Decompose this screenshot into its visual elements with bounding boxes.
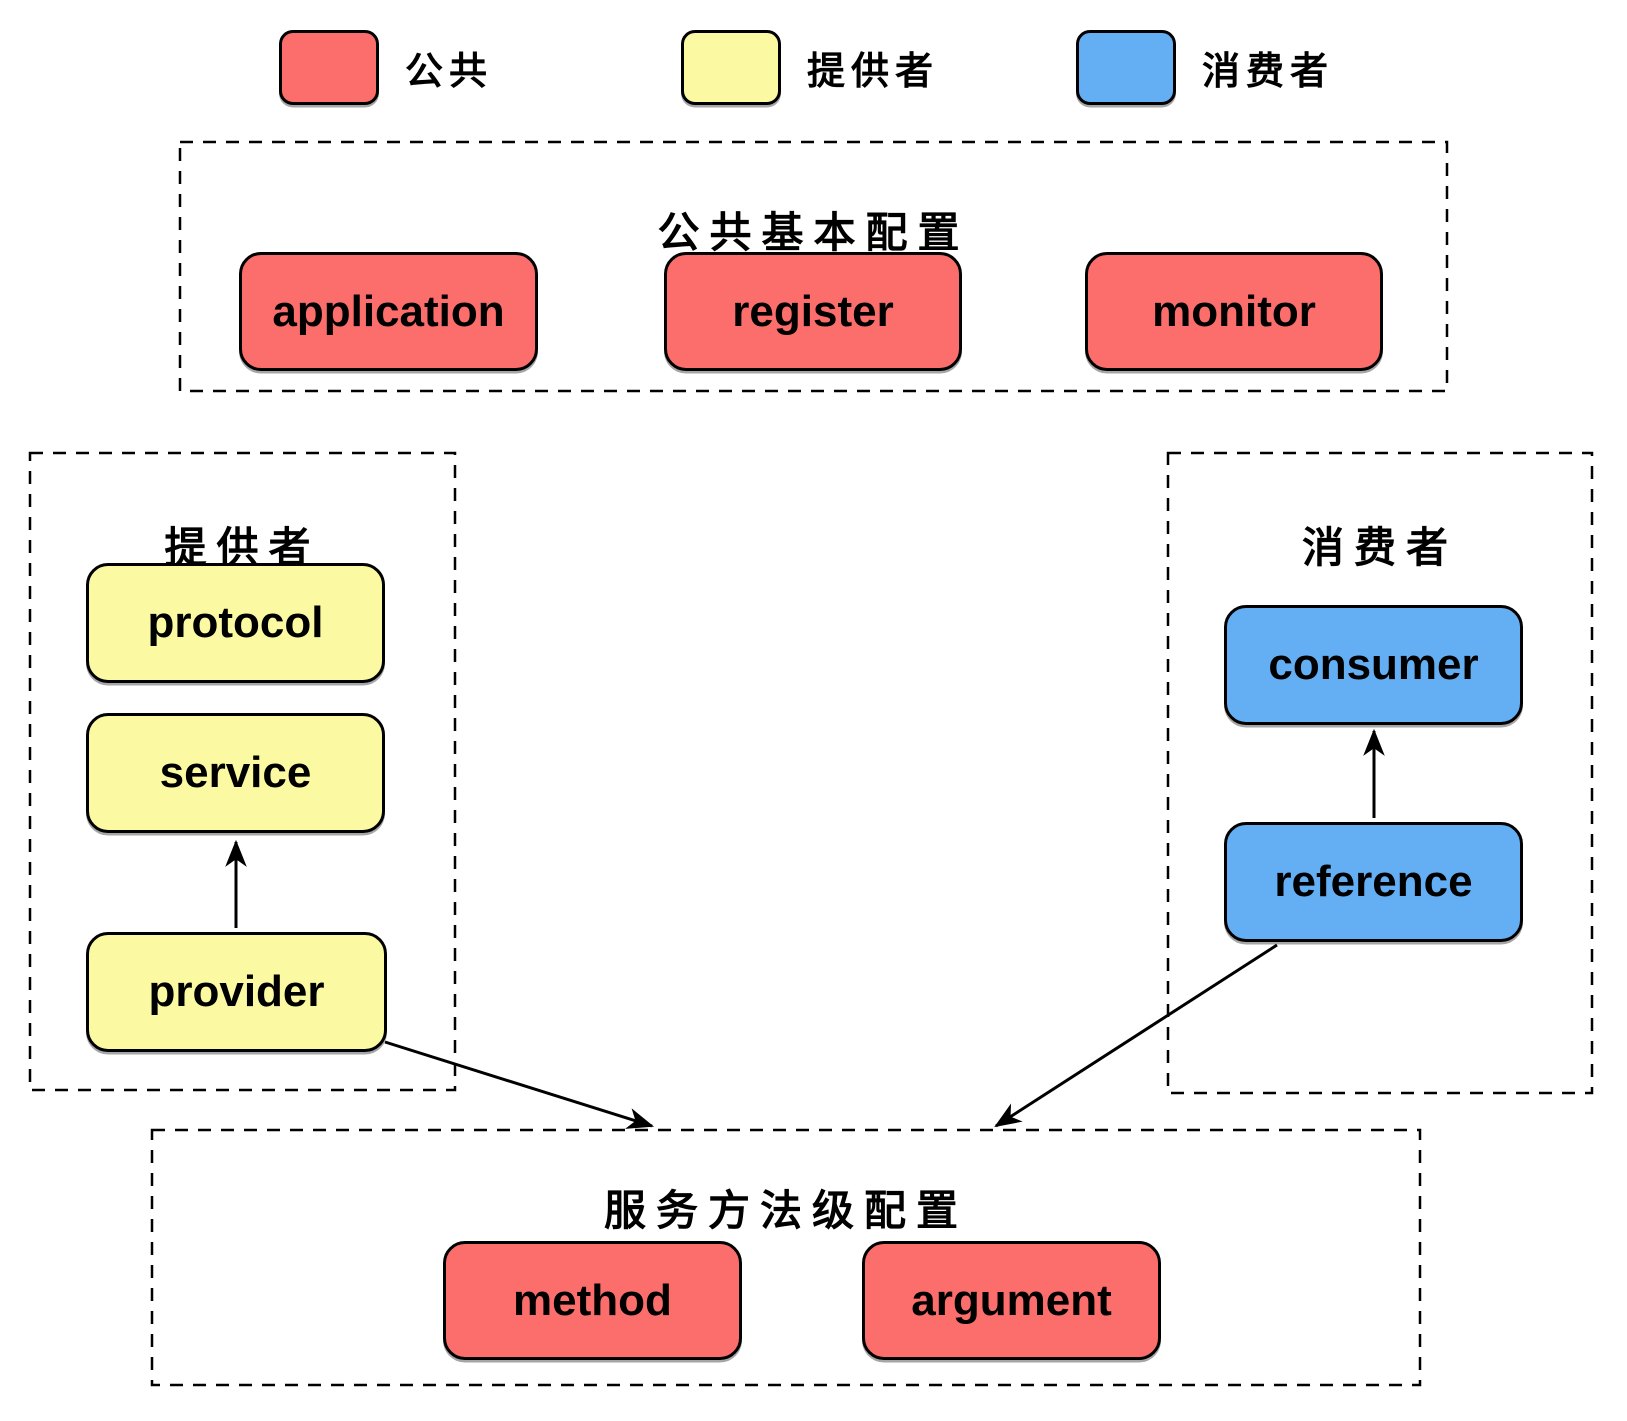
legend-swatch-provider bbox=[681, 30, 781, 105]
group-consumer: 消费者 consumer reference bbox=[1168, 453, 1592, 1093]
node-monitor: monitor bbox=[1085, 252, 1383, 371]
node-method-label: method bbox=[513, 1275, 672, 1325]
group-method-config: 服务方法级配置 method argument bbox=[152, 1130, 1420, 1385]
node-monitor-label: monitor bbox=[1152, 286, 1316, 336]
node-consumer-label: consumer bbox=[1268, 640, 1479, 689]
group-method-title: 服务方法级配置 bbox=[603, 1186, 968, 1234]
node-method: method bbox=[443, 1241, 742, 1360]
group-common-title: 公共基本配置 bbox=[657, 208, 970, 256]
node-provider: provider bbox=[86, 932, 387, 1052]
legend-item-common: 公共 bbox=[279, 30, 493, 105]
node-reference-label: reference bbox=[1274, 857, 1473, 906]
legend-label-provider: 提供者 bbox=[807, 51, 940, 93]
node-service: service bbox=[86, 713, 385, 833]
node-service-label: service bbox=[159, 748, 312, 797]
node-application-label: application bbox=[272, 286, 505, 336]
legend-item-provider: 提供者 bbox=[681, 30, 939, 105]
legend-label-consumer: 消费者 bbox=[1202, 51, 1335, 93]
node-register: register bbox=[664, 252, 962, 371]
node-reference: reference bbox=[1224, 822, 1523, 942]
node-argument-label: argument bbox=[911, 1275, 1112, 1325]
group-consumer-title: 消费者 bbox=[1301, 523, 1458, 571]
node-argument: argument bbox=[862, 1241, 1161, 1360]
node-register-label: register bbox=[732, 286, 894, 336]
legend-item-consumer: 消费者 bbox=[1076, 30, 1334, 105]
legend-swatch-common bbox=[279, 30, 379, 105]
legend-label-common: 公共 bbox=[405, 51, 494, 93]
group-common-config: 公共基本配置 application register monitor bbox=[180, 142, 1447, 391]
node-application: application bbox=[239, 252, 538, 371]
node-provider-label: provider bbox=[148, 967, 325, 1016]
group-provider: 提供者 protocol service provider bbox=[30, 453, 455, 1090]
node-protocol-label: protocol bbox=[147, 598, 324, 647]
node-consumer: consumer bbox=[1224, 605, 1523, 725]
legend-swatch-consumer bbox=[1076, 30, 1176, 105]
node-protocol: protocol bbox=[86, 563, 385, 683]
